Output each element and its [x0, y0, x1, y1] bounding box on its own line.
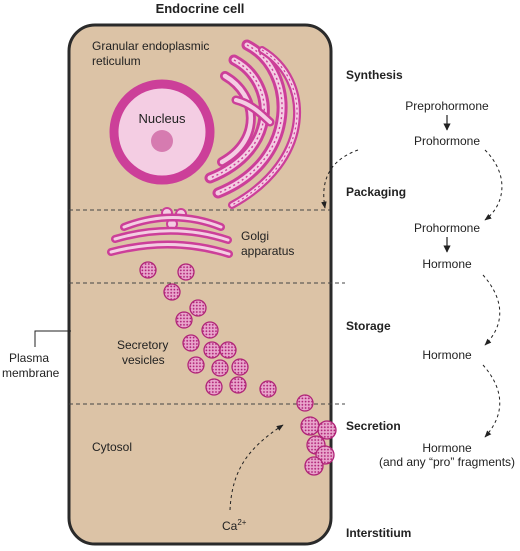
golgi-apparatus: [107, 213, 233, 258]
flow-arrows: [321, 149, 503, 438]
product-hormone-2: Hormone: [422, 348, 472, 362]
er-label: Granular endoplasmic reticulum: [92, 39, 213, 68]
stage-label-interstitium: Interstitium: [346, 526, 411, 540]
nucleolus: [151, 130, 173, 152]
diagram-title: Endocrine cell: [156, 1, 245, 16]
vesicles-label-line-1: Secretory: [117, 338, 168, 352]
plasma-membrane-line-1: Plasma: [9, 351, 49, 365]
calcium-influx-arrow: [229, 424, 284, 511]
vesicles-label-line-2: vesicles: [122, 353, 165, 367]
product-preprohormone: Preprohormone: [405, 99, 489, 113]
product-hormone-3: Hormone: [422, 441, 472, 455]
calcium-base: Ca: [222, 519, 238, 533]
stage-label-synthesis: Synthesis: [346, 68, 403, 82]
flow-arrow-synthesis-to-packaging: [484, 149, 503, 221]
plasma-membrane-line-2: membrane: [2, 366, 60, 380]
product-fragments: (and any “pro” fragments): [379, 455, 515, 469]
golgi-label-line-1: Golgi: [241, 229, 269, 243]
nucleus: Nucleus: [109, 79, 215, 185]
vesicles-label: Secretory vesicles: [117, 338, 172, 367]
plasma-membrane-label: Plasma membrane: [2, 351, 60, 380]
calcium-superscript: 2+: [237, 518, 246, 527]
flow-arrow-packaging-to-storage: [482, 274, 501, 346]
stage-label-storage: Storage: [346, 319, 391, 333]
flow-arrow-er-to-golgi: [321, 149, 359, 209]
cytosol-label: Cytosol: [92, 440, 132, 454]
flow-arrow-storage-to-secretion: [482, 364, 501, 438]
stage-label-secretion: Secretion: [346, 419, 401, 433]
calcium-label: Ca2+: [222, 518, 247, 533]
er-label-line-1: Granular endoplasmic: [92, 39, 209, 53]
exocytosis-vesicles: [300, 416, 337, 476]
product-hormone-1: Hormone: [422, 257, 472, 271]
golgi-label-line-2: apparatus: [241, 244, 294, 258]
nucleus-label: Nucleus: [139, 111, 186, 126]
er-label-line-2: reticulum: [92, 54, 141, 68]
stage-label-packaging: Packaging: [346, 185, 406, 199]
product-prohormone-2: Prohormone: [414, 221, 480, 235]
golgi-label: Golgi apparatus: [241, 229, 294, 258]
stage-separators: [69, 209, 345, 405]
plasma-membrane-leader: [34, 330, 71, 347]
granular-endoplasmic-reticulum: [204, 39, 302, 209]
product-prohormone-1: Prohormone: [414, 134, 480, 148]
secretory-vesicles: [139, 261, 314, 412]
